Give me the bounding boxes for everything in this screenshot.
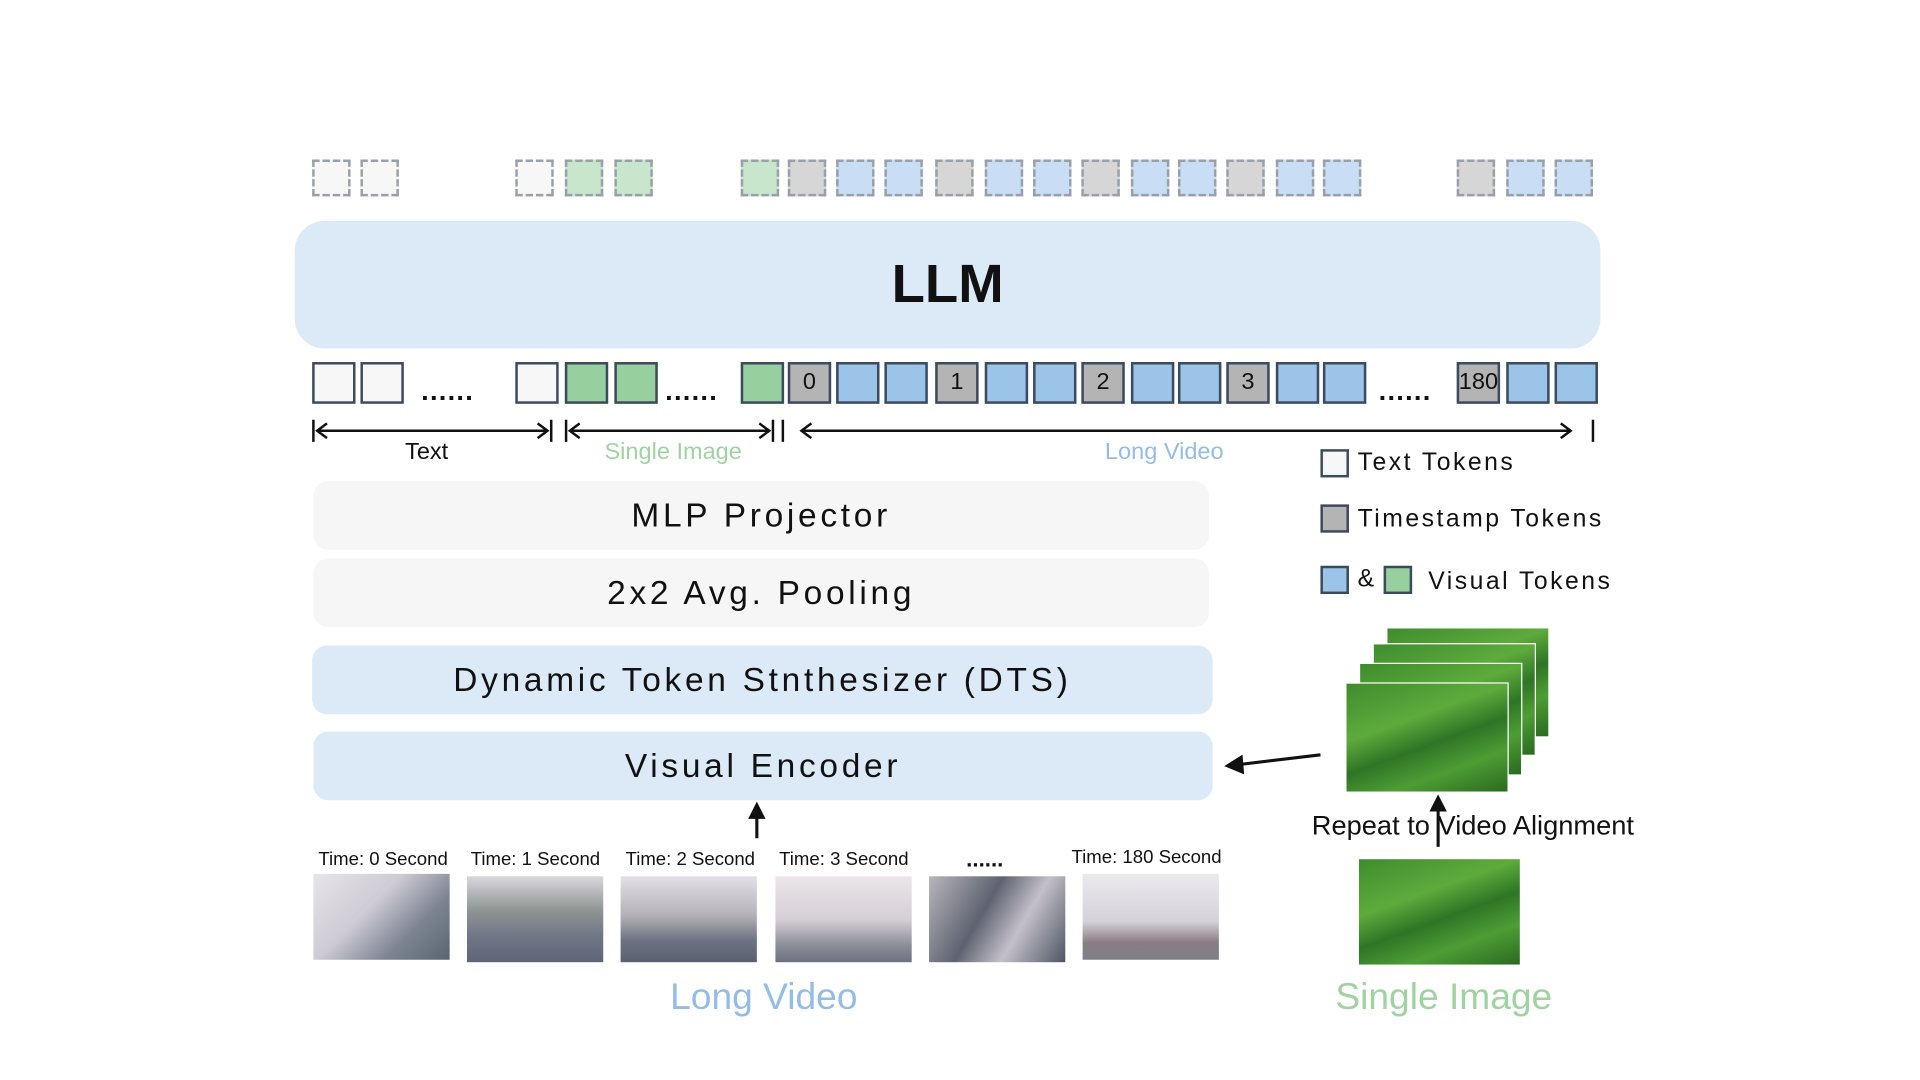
- input-blue-token: [1322, 362, 1367, 404]
- legend-visual-tokens: Visual Tokens: [1428, 568, 1613, 596]
- output-blue-token: [884, 159, 923, 197]
- frame-ellipsis: ......: [966, 846, 1004, 872]
- llm-block: LLM: [294, 220, 1601, 349]
- caption-single-image: Single Image: [1335, 976, 1553, 1018]
- input-blue-token: [884, 362, 928, 404]
- output-blue-token: [836, 159, 875, 197]
- span-arrows: [312, 419, 1595, 442]
- output-gray-token: [1226, 159, 1265, 197]
- output-blue-token: [1130, 159, 1170, 197]
- output-green-token: [614, 159, 653, 197]
- input-green-token: [740, 362, 785, 404]
- output-blue-token: [984, 159, 1024, 197]
- input-blue-token: [836, 362, 880, 404]
- output-gray-token: [1456, 159, 1496, 197]
- legend-text-swatch: [1320, 449, 1349, 478]
- input-gray-token: 0: [787, 362, 832, 404]
- video-frame-ellipsis: [929, 876, 1066, 963]
- input-gray-token: 180: [1456, 362, 1501, 404]
- input-gray-token: 1: [935, 362, 979, 404]
- input-blue-token: [984, 362, 1029, 404]
- frame-label: Time: 1 Second: [470, 849, 601, 871]
- output-gray-token: [787, 159, 827, 197]
- span-label-single-image: Single Image: [604, 439, 742, 466]
- input-blue-token: [1178, 362, 1222, 404]
- input-blue-token: [1506, 362, 1550, 404]
- frame-label: Time: 0 Second: [318, 849, 448, 871]
- output-gray-token: [1081, 159, 1120, 197]
- output-blue-token: [1033, 159, 1072, 197]
- visual-encoder-block: Visual Encoder: [313, 731, 1213, 801]
- video-frame-0: [313, 873, 450, 960]
- span-label-text: Text: [405, 439, 449, 466]
- repeat-label: Repeat to Video Alignment: [1311, 810, 1635, 841]
- avg-pooling-block: 2x2 Avg. Pooling: [313, 558, 1209, 628]
- input-blue-token: [1275, 362, 1320, 404]
- output-gray-token: [935, 159, 974, 197]
- frame-label: Time: 180 Second: [1071, 846, 1222, 868]
- output-blue-token: [1275, 159, 1315, 197]
- span-label-long-video: Long Video: [1104, 439, 1224, 466]
- input-green-token: [564, 362, 609, 404]
- mlp-projector-block: MLP Projector: [313, 481, 1209, 550]
- ellipsis: ......: [1378, 375, 1432, 407]
- video-frame-180: [1082, 873, 1219, 960]
- input-blue-token: [1554, 362, 1598, 404]
- output-text-token: [515, 159, 554, 197]
- output-text-token: [312, 159, 351, 197]
- input-text-token: [515, 362, 559, 404]
- video-frame-2: [620, 876, 757, 963]
- video-frame-3: [775, 876, 912, 963]
- output-blue-token: [1554, 159, 1593, 197]
- caption-long-video: Long Video: [670, 976, 858, 1018]
- ellipsis: ......: [421, 375, 475, 407]
- output-blue-token: [1178, 159, 1217, 197]
- legend-timestamp-swatch: [1320, 504, 1349, 533]
- single-image: [1357, 857, 1522, 966]
- dts-block: Dynamic Token Stnthesizer (DTS): [312, 645, 1213, 715]
- legend-text-tokens: Text Tokens: [1357, 449, 1516, 477]
- output-green-token: [740, 159, 780, 197]
- legend-timestamp-tokens: Timestamp Tokens: [1357, 505, 1604, 533]
- legend-amp: &: [1357, 565, 1377, 593]
- output-green-token: [564, 159, 604, 197]
- output-blue-token: [1506, 159, 1545, 197]
- legend-green-swatch: [1383, 565, 1413, 595]
- ellipsis: ......: [665, 375, 719, 407]
- input-gray-token: 2: [1081, 362, 1125, 404]
- legend-blue-swatch: [1320, 565, 1349, 595]
- input-text-token: [360, 362, 404, 404]
- output-text-token: [360, 159, 399, 197]
- input-green-token: [614, 362, 658, 404]
- frame-label: Time: 3 Second: [779, 849, 909, 871]
- repeated-image-1: [1345, 682, 1509, 793]
- input-text-token: [312, 362, 356, 404]
- input-blue-token: [1033, 362, 1077, 404]
- output-blue-token: [1322, 159, 1362, 197]
- frame-label: Time: 2 Second: [625, 849, 755, 871]
- input-blue-token: [1130, 362, 1175, 404]
- video-frame-1: [466, 876, 604, 963]
- input-gray-token: 3: [1226, 362, 1270, 404]
